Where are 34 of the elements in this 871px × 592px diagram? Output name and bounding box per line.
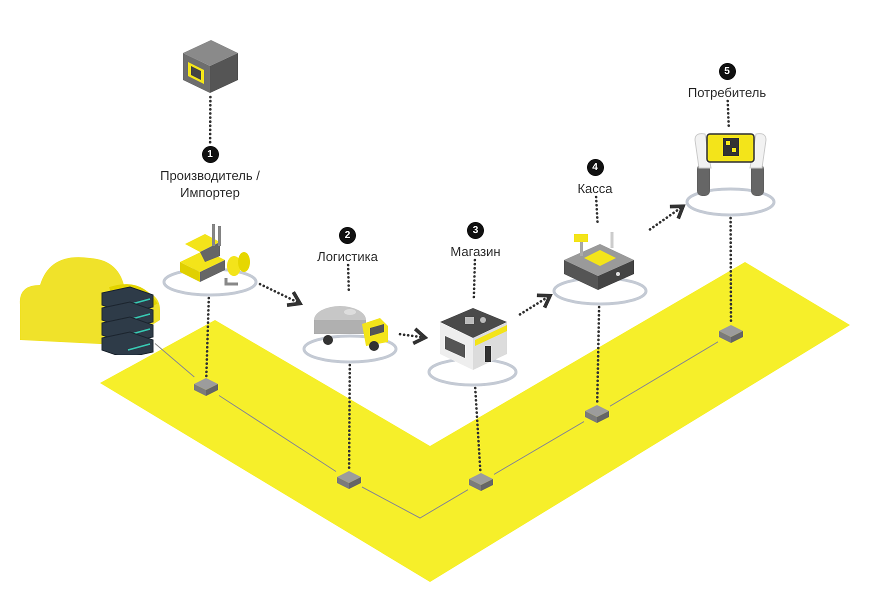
network-line	[218, 395, 336, 472]
step-label: Потребитель	[686, 84, 768, 101]
step-number-badge: 3	[467, 222, 484, 239]
dotted-arrow	[518, 293, 552, 316]
dotted-line	[348, 364, 352, 472]
dotted-line	[472, 258, 476, 302]
server-rack-icon	[100, 285, 155, 355]
dotted-line	[596, 306, 600, 406]
step-number-badge: 5	[718, 63, 736, 80]
network-line	[362, 486, 468, 519]
step-number-badge: 4	[586, 159, 604, 176]
step-label: Магазин	[449, 243, 502, 260]
network-line	[610, 341, 718, 407]
network-line	[154, 343, 195, 378]
dotted-line	[474, 386, 482, 474]
step-number-badge: 2	[339, 227, 356, 244]
step-number-badge: 1	[202, 146, 218, 163]
network-node-icon	[193, 377, 219, 397]
network-node-icon	[336, 470, 362, 490]
network-node-icon	[718, 324, 744, 344]
network-node-icon	[584, 404, 610, 424]
network-node-icon	[468, 472, 494, 492]
dotted-line	[346, 264, 350, 292]
factory-drawing	[160, 222, 260, 298]
step-label: Логистика	[316, 248, 379, 265]
dotted-arrow	[258, 282, 302, 308]
step-label: Производитель / Импортер	[159, 167, 261, 201]
step-label: Касса	[576, 180, 614, 197]
dotted-line	[726, 100, 730, 130]
dotted-line	[594, 196, 599, 224]
dotted-arrow	[648, 204, 685, 231]
network-line	[494, 421, 584, 475]
dotted-line	[205, 296, 210, 378]
dotted-arrow	[398, 327, 427, 346]
